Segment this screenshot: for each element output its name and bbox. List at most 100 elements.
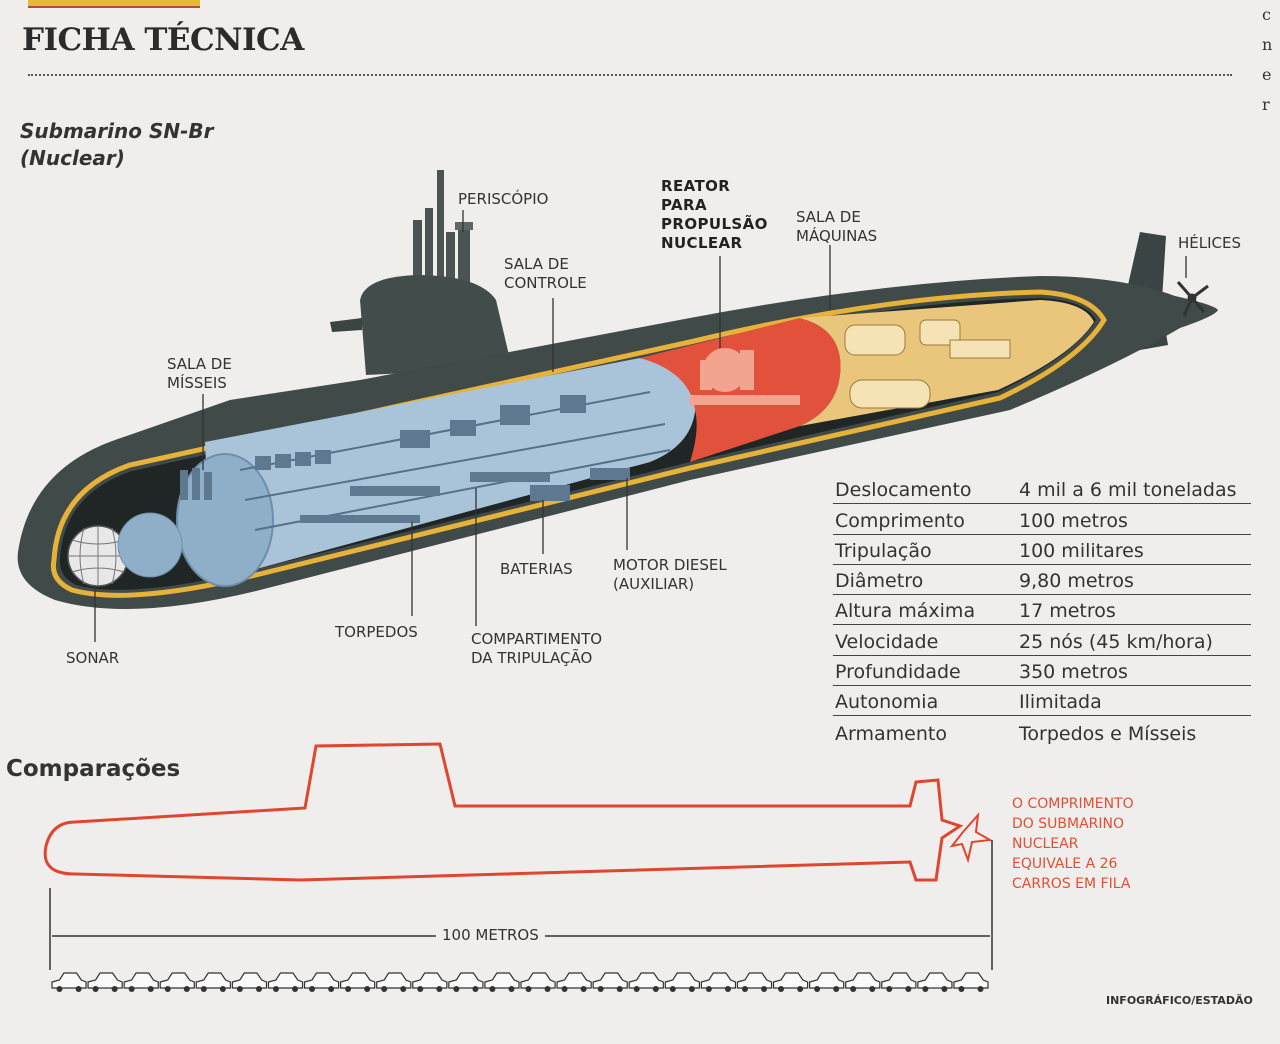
car-icon (159, 972, 195, 989)
car-wheel (977, 986, 984, 992)
car-icon (917, 972, 953, 989)
spec-value: Ilimitada (1019, 691, 1102, 714)
spec-row: Profundidade 350 metros (833, 656, 1251, 687)
car-wheel (922, 986, 929, 992)
car-wheel (309, 986, 316, 992)
leader-lines (94, 210, 1187, 642)
car-icon (412, 972, 448, 989)
car-icon (628, 972, 664, 989)
label-reator-line: PROPULSÃO (661, 215, 768, 233)
car-wheel (597, 986, 604, 992)
cutaway-outline (50, 289, 1107, 598)
car-icon (51, 972, 87, 989)
tail-fin-upper (1128, 232, 1166, 300)
comparison-note: O COMPRIMENTO DO SUBMARINO NUCLEAR EQUIV… (1012, 794, 1134, 894)
car-icon (881, 972, 917, 989)
car-icon (376, 972, 412, 989)
car-icon (303, 972, 340, 989)
label-reator: REATOR PARA PROPULSÃO NUCLEAR (661, 177, 768, 253)
car-wheel (850, 986, 857, 992)
spec-label: Comprimento (835, 509, 965, 532)
label-compartimento-line: DA TRIPULAÇÃO (471, 649, 593, 667)
car-icon (448, 972, 484, 989)
label-sala-misseis-line: MÍSSEIS (167, 374, 227, 392)
adjacent-letter: e (1262, 65, 1272, 84)
adjacent-column-text: c n e r (1262, 0, 1280, 120)
spec-label: Profundidade (835, 661, 961, 684)
label-sala-controle-line: CONTROLE (504, 274, 587, 292)
car-wheel (544, 986, 551, 992)
car-icon (484, 972, 520, 989)
dotted-divider (28, 74, 1232, 76)
engine-equipment (844, 319, 1011, 409)
car-icon (772, 972, 809, 989)
spec-label: Diâmetro (835, 570, 924, 593)
crew-equipment (180, 395, 630, 523)
car-wheel (200, 986, 207, 992)
adjacent-letter: n (1262, 35, 1273, 54)
label-reator-line: REATOR (661, 177, 731, 195)
scale-bar (49, 840, 993, 970)
label-baterias: BATERIAS (500, 560, 573, 578)
car-wheel (364, 986, 371, 992)
spec-value: Torpedos e Mísseis (1019, 722, 1197, 745)
car-wheel (56, 986, 63, 992)
label-torpedos: TORPEDOS (335, 623, 418, 641)
forward-bulkhead (176, 453, 274, 587)
car-icon (700, 972, 737, 989)
label-periscopio: PERISCÓPIO (458, 190, 549, 208)
car-icon (592, 972, 628, 989)
section-title: FICHA TÉCNICA (22, 22, 304, 58)
car-wheel (236, 986, 243, 992)
sonar-sphere (67, 525, 129, 587)
spec-value: 350 metros (1019, 661, 1128, 684)
car-wheel (128, 986, 135, 992)
sail-tower (360, 275, 512, 375)
comparison-propeller-icon (949, 811, 994, 864)
car-wheel (328, 986, 335, 992)
car-wheel (724, 986, 731, 992)
adjacent-letter: r (1262, 95, 1270, 114)
car-wheel (164, 986, 171, 992)
scale-label: 100 METROS (436, 926, 545, 944)
sail-fin (330, 318, 362, 332)
car-wheel (688, 986, 695, 992)
label-sala-controle: SALA DE CONTROLE (504, 255, 587, 293)
bow-dome (117, 512, 183, 578)
car-icon (267, 972, 304, 989)
car-wheel (75, 986, 82, 992)
comparison-note-line: DO SUBMARINO (1012, 816, 1124, 832)
spec-label: Tripulação (835, 539, 932, 562)
submarine-title-line1: Submarino SN-Br (20, 119, 214, 143)
label-motor-diesel: MOTOR DIESEL (AUXILIAR) (613, 556, 727, 594)
car-wheel (941, 986, 948, 992)
car-wheel (741, 986, 748, 992)
car-icon (231, 972, 268, 989)
credit: INFOGRÁFICO/ESTADÃO (1106, 994, 1253, 1007)
car-icon (87, 972, 123, 989)
car-icon (736, 972, 773, 989)
label-helices: HÉLICES (1178, 234, 1242, 252)
car-wheel (417, 986, 424, 992)
label-reator-line: NUCLEAR (661, 234, 743, 252)
car-wheel (508, 986, 515, 992)
label-motor-diesel-line: MOTOR DIESEL (613, 556, 727, 574)
car-wheel (183, 986, 190, 992)
car-wheel (905, 986, 912, 992)
label-sonar: SONAR (66, 649, 120, 667)
label-compartimento-line: COMPARTIMENTO (471, 630, 603, 648)
label-sala-controle-line: SALA DE (504, 255, 569, 273)
top-color-stripe (28, 0, 200, 8)
submarine-title: Submarino SN-Br (Nuclear) (20, 118, 214, 172)
car-icon (845, 972, 881, 989)
car-wheel (489, 986, 496, 992)
car-icon (123, 972, 159, 989)
